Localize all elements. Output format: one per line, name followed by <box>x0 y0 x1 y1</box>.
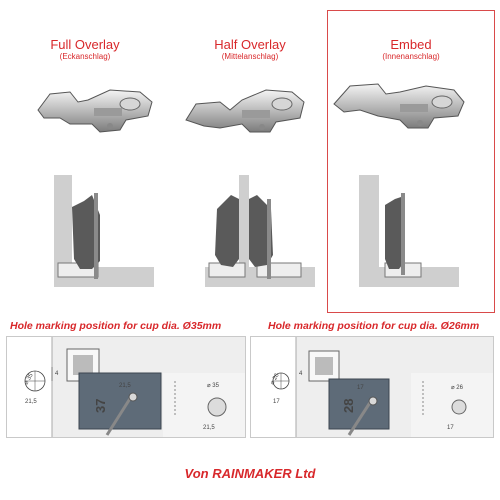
title-embed-main: Embed <box>390 37 432 52</box>
dim-side-35: 21,5 <box>25 399 37 405</box>
embed-highlight-frame <box>327 10 495 313</box>
dim-template-26: 17 <box>357 385 364 391</box>
diagram-half-overlay <box>205 175 315 287</box>
footer-brand: Von RAINMAKER Ltd <box>184 466 316 481</box>
hinge-photo-half-overlay <box>185 89 305 133</box>
template-number-28: 28 <box>341 399 356 413</box>
diagram-full-overlay <box>54 175 154 287</box>
hinge-photo-embed <box>333 83 465 129</box>
dim-cup-35-right: ⌀ 35 <box>207 383 220 389</box>
marking-drawing-26mm: 4 ⌀ 26 17 28 17 ⌀ 26 17 <box>251 337 493 437</box>
caption-26mm: Hole marking position for cup dia. Ø26mm <box>268 320 480 332</box>
hinge-photo-full-overlay <box>37 89 153 133</box>
title-half-overlay-sub: (Mittelanschlag) <box>221 52 279 61</box>
title-embed: Embed (Innenanschlag) <box>336 37 486 62</box>
dim-cup-26-right: ⌀ 26 <box>451 385 464 391</box>
dim-template-35: 21,5 <box>119 383 131 389</box>
title-full-overlay: Full Overlay (Eckanschlag) <box>10 37 160 62</box>
diagram-embed <box>359 175 459 287</box>
dim-side-35-right: 21,5 <box>203 425 215 431</box>
title-half-overlay: Half Overlay (Mittelanschlag) <box>175 37 325 62</box>
title-full-overlay-sub: (Eckanschlag) <box>59 52 111 61</box>
title-full-overlay-main: Full Overlay <box>50 37 120 52</box>
dim-cup-35: ⌀ 35 <box>24 372 36 386</box>
caption-35mm: Hole marking position for cup dia. Ø35mm <box>10 320 222 332</box>
marking-panel-26mm: 4 ⌀ 26 17 28 17 ⌀ 26 17 <box>250 336 494 438</box>
dim-edge-35: 4 <box>55 371 59 377</box>
title-embed-sub: (Innenanschlag) <box>382 52 440 61</box>
dim-edge-26: 4 <box>299 371 303 377</box>
title-half-overlay-main: Half Overlay <box>214 37 286 52</box>
marking-drawing-35mm: 4 ⌀ 35 21,5 37 21,5 ⌀ 35 21,5 <box>7 337 245 437</box>
dim-cup-26: ⌀ 26 <box>270 372 282 386</box>
dim-side-26: 17 <box>273 399 280 405</box>
template-number-37: 37 <box>93 399 108 413</box>
dim-side-26-right: 17 <box>447 425 454 431</box>
marking-panel-35mm: 4 ⌀ 35 21,5 37 21,5 ⌀ 35 21,5 <box>6 336 246 438</box>
